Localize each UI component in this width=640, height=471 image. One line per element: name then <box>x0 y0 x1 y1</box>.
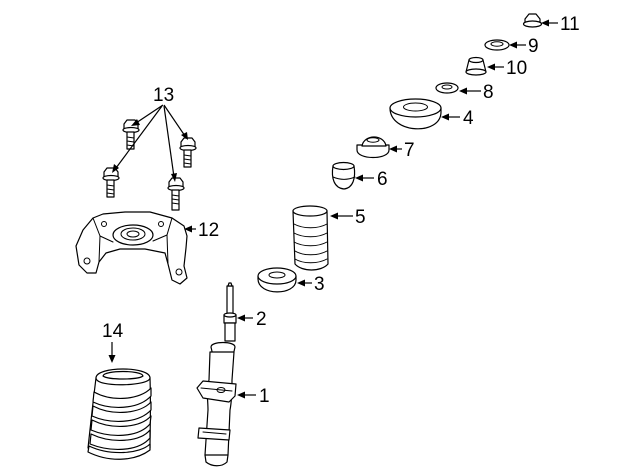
part-6-bump-stop[interactable] <box>331 161 356 190</box>
callout-label-8: 8 <box>483 82 494 103</box>
callout-label-7: 7 <box>404 140 415 161</box>
part-3-lower-seat[interactable] <box>257 267 297 293</box>
callout-8: 8 <box>459 82 494 103</box>
callout-6: 6 <box>355 169 388 190</box>
callout-14: 14 <box>102 321 124 363</box>
callout-4: 4 <box>441 108 474 129</box>
callout-11: 11 <box>541 14 580 35</box>
callout-label-1: 1 <box>259 386 270 407</box>
callout-label-10: 10 <box>506 58 527 79</box>
callout-label-3: 3 <box>314 274 325 295</box>
callout-label-6: 6 <box>377 169 388 190</box>
callout-label-9: 9 <box>528 36 539 57</box>
callout-9: 9 <box>509 36 539 57</box>
callout-label-11: 11 <box>560 14 580 35</box>
part-13-bolt[interactable] <box>167 177 185 211</box>
part-10-bushing[interactable] <box>465 56 487 76</box>
callout-12: 12 <box>184 220 219 241</box>
callout-label-2: 2 <box>256 309 267 330</box>
part-4-upper-mount[interactable] <box>389 98 442 130</box>
callout-13: 13 <box>112 85 188 182</box>
part-5-dust-boot[interactable] <box>292 205 329 271</box>
part-1-strut[interactable] <box>196 282 237 467</box>
callout-7: 7 <box>389 140 415 161</box>
callout-label-5: 5 <box>355 207 366 228</box>
callout-5: 5 <box>330 207 366 228</box>
callout-label-12: 12 <box>198 220 219 241</box>
part-9-washer[interactable] <box>484 39 510 51</box>
callout-3: 3 <box>297 274 325 295</box>
callout-label-14: 14 <box>102 321 124 342</box>
callout-1: 1 <box>237 386 270 407</box>
callout-label-4: 4 <box>463 108 474 129</box>
part-7-spring-seat[interactable] <box>356 136 390 159</box>
part-11-nut[interactable] <box>522 13 543 28</box>
callout-label-13: 13 <box>153 85 174 106</box>
part-13-bolt[interactable] <box>122 119 140 150</box>
part-13-bolt[interactable] <box>102 167 120 198</box>
part-13-bolt[interactable] <box>179 137 197 168</box>
callout-10: 10 <box>487 58 527 79</box>
part-8-washer[interactable] <box>435 82 459 94</box>
part-14-coil-spring[interactable] <box>87 368 152 460</box>
callout-2: 2 <box>237 309 267 330</box>
part-12-bracket[interactable] <box>75 211 188 285</box>
